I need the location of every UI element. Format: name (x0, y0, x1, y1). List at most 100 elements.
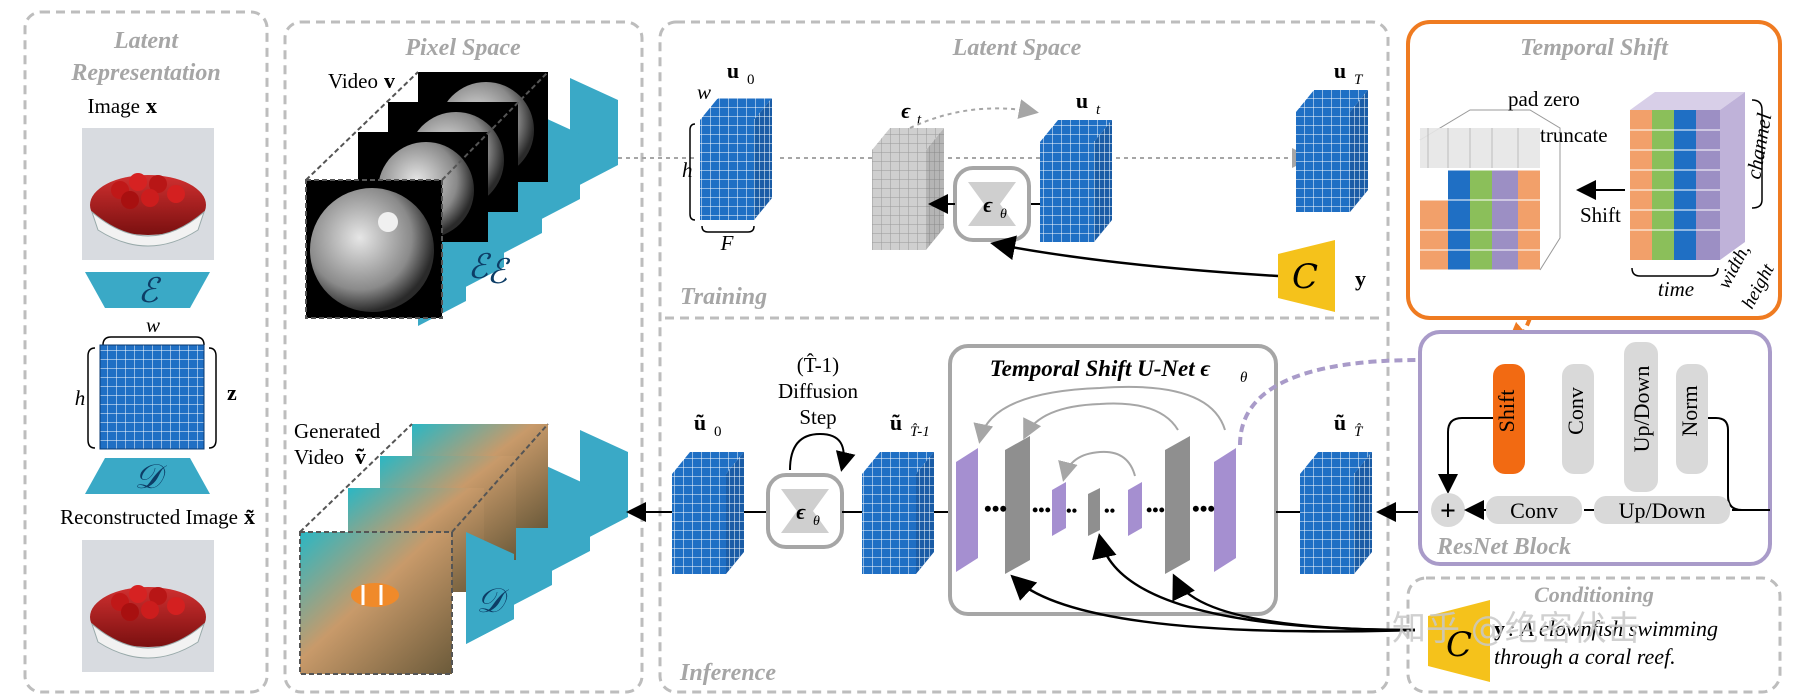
step-label-2: Diffusion (778, 379, 859, 403)
conv-pill-top-label: Conv (1563, 387, 1588, 435)
ut-symbol: u (1076, 88, 1088, 113)
updown-pill-top (1624, 342, 1658, 492)
temporal-shift-unet-box (948, 344, 1278, 616)
video-symbol: v (384, 68, 395, 93)
svg-text:••: •• (1066, 503, 1077, 520)
inf-uT-symbol: ũ (1334, 410, 1346, 435)
svg-text:•••: ••• (1032, 500, 1051, 520)
u0-symbol: u (727, 58, 739, 83)
conv-pill-top (1562, 364, 1594, 474)
z-dim-h: h (75, 386, 86, 410)
updown-pill-top-label: Up/Down (1629, 366, 1654, 453)
inf-u0-sub: 0 (714, 424, 722, 440)
temporal-shift-original-tensor (1630, 92, 1745, 260)
decoder-front-slab (466, 532, 514, 644)
u0-sub: 0 (747, 72, 755, 88)
image-symbol: x (146, 93, 157, 118)
conditioning-panel (1406, 576, 1782, 694)
svg-text:ℰ: ℰ (468, 247, 492, 287)
inf-uprev-sub: T̂-1 (910, 424, 930, 440)
shift-pill-label: Shift (1494, 390, 1519, 433)
resnet-block-panel (1418, 330, 1772, 566)
decoder-trapezoid (85, 458, 210, 494)
uT-latent-cube (1296, 90, 1368, 212)
reconstructed-image-cherries (82, 540, 214, 672)
conditioning-title: Conditioning (1534, 582, 1654, 607)
cond-y-inference: y (1494, 616, 1505, 641)
latent-representation-title-2: Representation (70, 60, 220, 86)
u0-dim-w: w (697, 80, 711, 104)
shift-label: Shift (1580, 203, 1621, 227)
svg-text:••: •• (1104, 503, 1115, 520)
inf-eps-theta-symbol: ϵ (796, 499, 806, 524)
latent-representation-title-1: Latent (113, 28, 179, 54)
inf-u0-symbol: ũ (694, 410, 706, 435)
uT-symbol: u (1334, 58, 1346, 83)
image-label: Image (88, 94, 140, 118)
cond-encoder-inference (1428, 600, 1490, 682)
residual-plus: + (1440, 496, 1456, 527)
cond-symbol-training: C (1292, 257, 1318, 297)
inf-uprev-latent-cube (862, 452, 934, 574)
cond-text-2: through a coral reef. (1494, 644, 1676, 669)
unet-title: Temporal Shift U-Net ϵ (990, 356, 1211, 381)
u0-dim-F: F (720, 231, 734, 255)
uT-sub: T (1354, 72, 1364, 88)
ut-sub: t (1096, 102, 1101, 118)
eps-t-symbol: ϵ (901, 98, 911, 123)
u0-dim-h: h (682, 158, 693, 182)
svg-text:•••: ••• (1192, 496, 1215, 521)
cond-symbol-inference: C (1446, 625, 1472, 665)
inf-uT-latent-cube (1300, 452, 1372, 574)
latent-z-symbol: z (227, 380, 237, 405)
inference-label: Inference (679, 660, 776, 686)
norm-pill (1676, 364, 1708, 474)
latent-space-title: Latent Space (952, 35, 1082, 61)
step-label-1: (T̂-1) (797, 353, 839, 377)
cond-y-training: y (1355, 266, 1366, 291)
latent-z-grid (99, 344, 205, 450)
watermark-text: 知乎 @绝密伏击 (1392, 609, 1641, 649)
step-label-3: Step (799, 405, 836, 429)
truncate-label: truncate (1540, 123, 1608, 147)
shift-pill (1493, 364, 1525, 474)
pixel-space-title: Pixel Space (404, 35, 521, 61)
residual-add-node (1431, 493, 1465, 527)
temporal-shift-title: Temporal Shift (1520, 35, 1669, 61)
encoder-symbol: ℰ (138, 271, 162, 311)
cond-text-1: : A clownfish swimming (1508, 616, 1718, 641)
inf-uprev-symbol: ũ (890, 410, 902, 435)
resnet-block-title: ResNet Block (1436, 534, 1571, 560)
svg-text:•••: ••• (984, 496, 1007, 521)
inf-u0-latent-cube (672, 452, 744, 574)
svg-text:•••: ••• (1146, 500, 1165, 520)
u0-latent-cube (700, 98, 772, 220)
ut-latent-cube (1040, 120, 1112, 242)
reconstructed-symbol: x̃ (244, 504, 255, 529)
generated-video-frames-coral (299, 423, 549, 675)
generated-label-2: Video (294, 445, 344, 469)
encoder-trapezoid (85, 272, 210, 308)
eps-t-sub: t (917, 112, 922, 128)
cond-encoder-training (1278, 240, 1335, 312)
input-image-cherries (82, 128, 214, 260)
video-frames-moon (305, 71, 549, 319)
updown-pill-bottom (1594, 496, 1730, 524)
eps-theta-training-symbol: ϵ (983, 192, 993, 217)
temporal-shift-shifted-tensor (1419, 109, 1561, 271)
conv-pill-bottom (1486, 496, 1582, 524)
updown-pill-bottom-label: Up/Down (1619, 498, 1706, 523)
latent-representation-panel (23, 10, 269, 694)
conv-pill-bottom-label: Conv (1510, 498, 1558, 523)
training-label: Training (680, 284, 767, 310)
pad-zero-label: pad zero (1508, 87, 1580, 111)
eps-theta-training-sub: θ (1000, 207, 1007, 222)
unet-layers: ••• ••• •• •• ••• ••• (956, 385, 1236, 574)
generated-symbol: ṽ (355, 444, 366, 469)
time-label: time (1658, 277, 1694, 301)
latent-space-panel (658, 20, 1390, 694)
video-label: Video (328, 69, 378, 93)
reconstructed-label: Reconstructed Image (60, 505, 238, 529)
inf-uT-sub: T̂ (1354, 424, 1364, 440)
